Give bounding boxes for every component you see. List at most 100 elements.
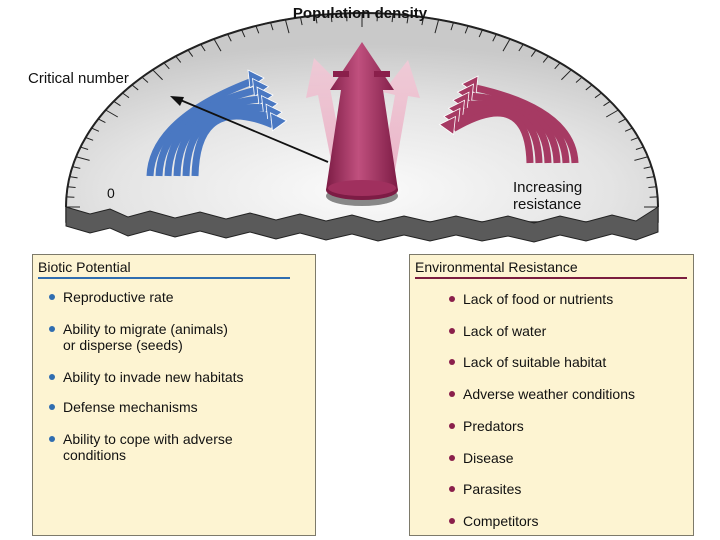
zero-label: 0	[107, 185, 115, 201]
gauge-tick	[646, 176, 655, 179]
bullet-dot	[49, 404, 55, 410]
biotic-item-text-cont: conditions	[63, 447, 127, 463]
biotic-list-item: Ability to migrate (animals)or disperse …	[49, 321, 307, 353]
gauge-tick	[284, 19, 290, 34]
gauge-tick	[152, 69, 163, 81]
bullet-dot	[49, 294, 55, 300]
increasing-resistance-label-line2: resistance	[513, 196, 582, 213]
environmental-item-text: Parasites	[463, 481, 522, 498]
biotic-list-item: Ability to invade new habitats	[49, 369, 307, 385]
biotic-item-text: Ability to cope with adverse	[63, 431, 233, 447]
bullet-dot	[49, 326, 55, 332]
environmental-list-item: Lack of suitable habitat	[449, 354, 685, 370]
resistance-arrow-band	[461, 105, 552, 164]
gauge-tick	[75, 156, 90, 161]
biotic-arrow-band	[173, 104, 264, 177]
biotic-arrow-head	[270, 112, 288, 132]
bullet-dot	[449, 517, 455, 524]
resistance-arrow-band	[475, 84, 579, 164]
environmental-list-item: Lack of food or nutrients	[449, 291, 685, 307]
gauge-tick	[187, 49, 194, 57]
gauge-tick	[270, 22, 274, 31]
gauge-tick	[450, 22, 454, 31]
gauge-tick	[630, 137, 639, 141]
gauge-tick	[605, 109, 619, 118]
gauge-tick	[391, 14, 394, 23]
gauge-tick	[330, 14, 333, 23]
environmental-resistance-heading: Environmental Resistance	[415, 259, 578, 275]
critical-marker-right	[374, 71, 390, 77]
bullet-dot	[449, 391, 455, 398]
gauge-tick	[643, 166, 652, 169]
gauge-tick	[554, 62, 561, 70]
gauge-tick	[635, 146, 644, 150]
biotic-list-item: Reproductive rate	[49, 289, 307, 305]
gauge-tick	[200, 44, 206, 52]
environmental-item-text: Lack of water	[463, 322, 547, 339]
critical-marker-left	[333, 71, 349, 77]
bullet-dot	[49, 436, 55, 442]
gauge-tick	[434, 19, 440, 34]
biotic-arrow-band	[191, 112, 274, 177]
gauge-tick	[241, 29, 246, 38]
critical-number-pointer-head	[170, 96, 184, 106]
biotic-item-text-cont: or disperse (seeds)	[63, 337, 183, 353]
environmental-list-item: Parasites	[449, 481, 685, 498]
gauge-tick	[518, 44, 524, 52]
biotic-potential-heading: Biotic Potential	[38, 259, 131, 275]
resistance-arrow-head	[438, 115, 456, 136]
biotic-arrow-band	[146, 78, 252, 177]
gauge-tick	[141, 76, 149, 83]
gauge-tick	[98, 118, 106, 124]
gauge-tick	[67, 186, 76, 189]
gauge-tick	[315, 15, 318, 24]
environmental-item-text: Predators	[463, 417, 524, 434]
gauge-tick	[542, 55, 549, 63]
bullet-dot	[449, 359, 455, 366]
gauge-tick	[122, 92, 130, 99]
environmental-list-item: Competitors	[449, 512, 685, 529]
increasing-resistance-label-line1: Increasing	[513, 179, 583, 196]
bullet-dot	[449, 454, 455, 461]
gauge-tick	[502, 38, 511, 52]
environmental-item-text: Adverse weather conditions	[463, 386, 635, 403]
bullet-dot	[449, 422, 455, 429]
critical-number-pointer	[177, 98, 329, 163]
gauge-tick	[213, 38, 222, 52]
diagram-title: Population density	[292, 5, 428, 22]
environmental-item-text: Competitors	[463, 512, 539, 529]
gauge-tick-marks	[66, 13, 658, 208]
gauge-tick	[624, 127, 633, 132]
environmental-list-item: Predators	[449, 417, 685, 434]
gauge-tick	[594, 92, 602, 99]
bullet-dot	[49, 374, 55, 380]
gauge-tick	[603, 100, 611, 107]
gauge-tick	[299, 17, 303, 26]
environmental-list-item: Adverse weather conditions	[449, 386, 685, 403]
gauge-tick	[131, 84, 139, 91]
resistance-arrow-band	[466, 100, 561, 164]
central-density-arrow	[326, 42, 398, 206]
gauge-tick	[80, 146, 89, 150]
environmental-resistance-arrows	[438, 75, 579, 164]
gauge-tick	[72, 166, 81, 169]
gauge-tick	[163, 62, 170, 70]
bullet-dot	[449, 327, 455, 334]
resistance-arrow-band	[471, 92, 570, 164]
environmental-resistance-panel: Environmental Resistance Lack of food or…	[409, 254, 694, 536]
gauge-tick	[69, 176, 78, 179]
gauge-tick	[406, 15, 409, 24]
gauge-tick	[618, 118, 626, 124]
biotic-arrow-band	[155, 87, 256, 177]
biotic-item-text: Ability to invade new habitats	[63, 369, 244, 385]
biotic-potential-arrows	[146, 69, 288, 177]
gauge-tick	[585, 84, 593, 91]
environmental-item-text: Disease	[463, 449, 514, 466]
gauge-tick	[561, 69, 572, 81]
gauge-tick	[421, 17, 425, 26]
environmental-list-item: Lack of water	[449, 322, 685, 339]
environmental-item-text: Lack of food or nutrients	[463, 291, 614, 307]
gauge-tick	[634, 156, 649, 161]
